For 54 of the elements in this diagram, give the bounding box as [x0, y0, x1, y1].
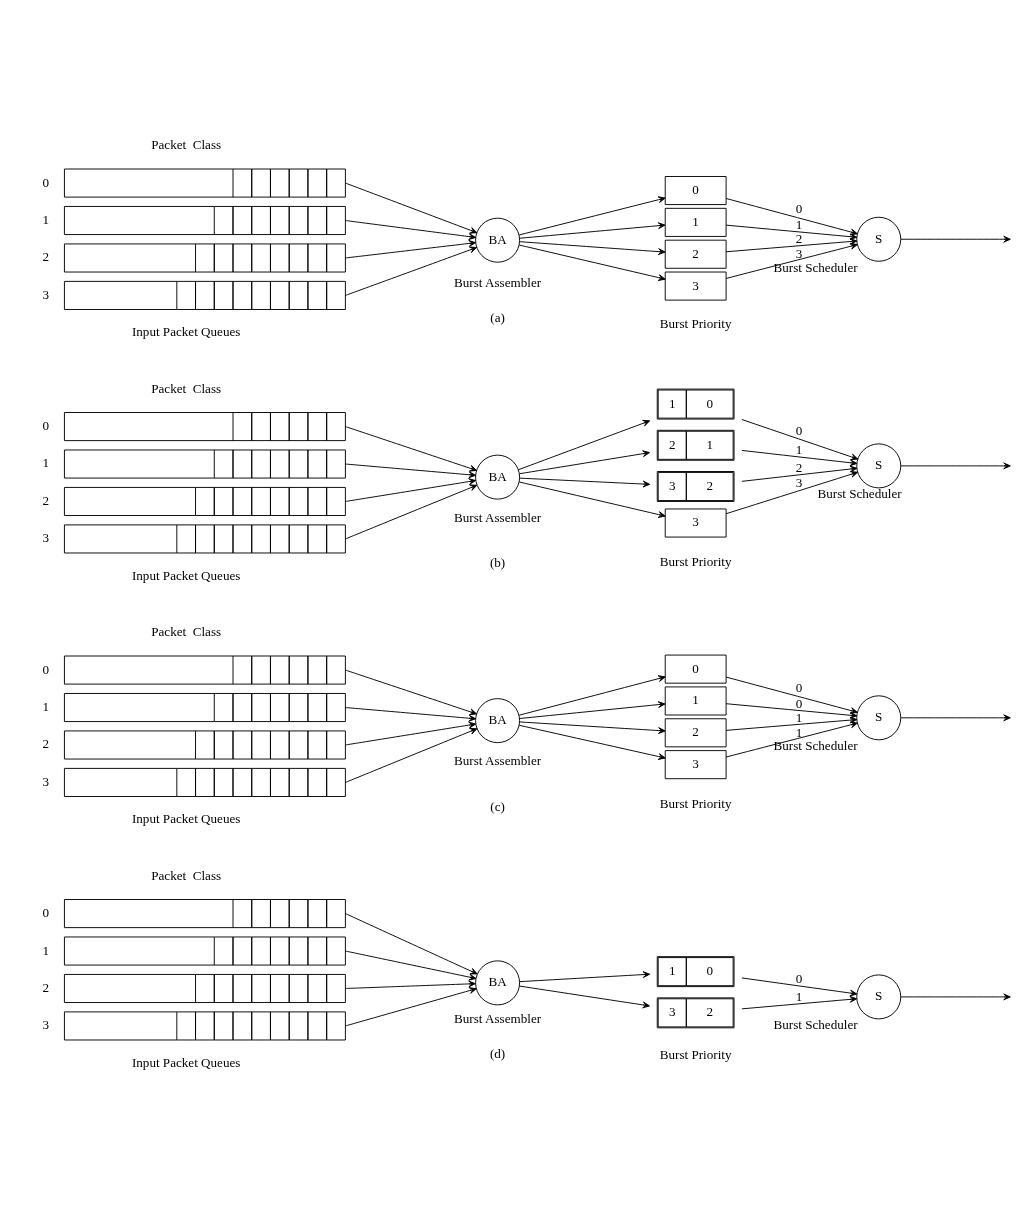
- node-label: 1: [42, 211, 49, 227]
- edge-label: 2: [795, 459, 803, 475]
- label: Input Packet Queues: [131, 811, 241, 827]
- edge-label: 1: [795, 217, 803, 233]
- node-label: Burst Assembler: [454, 753, 542, 769]
- edge-label: 3: [795, 474, 803, 490]
- node-label: 0: [42, 418, 49, 434]
- edge-label: 1: [795, 988, 803, 1004]
- node-label: 0: [42, 905, 49, 921]
- node-label: 1: [42, 455, 49, 471]
- label: Burst Priority: [659, 553, 732, 569]
- node-label: 3: [42, 530, 49, 546]
- node-label: 2: [42, 249, 49, 265]
- edge-label: 1: [795, 709, 803, 725]
- node-label: Burst Scheduler: [817, 486, 902, 502]
- edge-label: 1: [795, 441, 803, 457]
- edge-label: 0: [795, 201, 803, 217]
- label: (a): [490, 310, 505, 326]
- edge-label: 0: [795, 695, 803, 711]
- node-label: 3: [42, 286, 49, 302]
- node-label: Burst Assembler: [454, 274, 542, 290]
- node-label: Burst Assembler: [454, 509, 542, 525]
- node-label: Burst Assembler: [454, 1010, 542, 1026]
- label: Packet Class: [151, 867, 222, 883]
- label: Burst Priority: [659, 315, 732, 331]
- label: Burst Priority: [659, 1047, 732, 1063]
- label: Input Packet Queues: [131, 1054, 241, 1070]
- node-label: 2: [42, 736, 49, 752]
- label: Burst Priority: [659, 796, 732, 812]
- label: (b): [489, 554, 506, 570]
- edge-label: 0: [795, 971, 803, 987]
- node-label: Burst Scheduler: [773, 738, 858, 754]
- edge-label: 0: [795, 423, 803, 439]
- edge-label: 3: [795, 246, 803, 262]
- edge-label: 1: [795, 724, 803, 740]
- node-label: 2: [42, 492, 49, 508]
- node-label: Burst Scheduler: [773, 1017, 858, 1033]
- label: Packet Class: [151, 380, 222, 396]
- label: Packet Class: [151, 624, 222, 640]
- edge-label: 2: [795, 231, 803, 247]
- node-label: 1: [42, 698, 49, 714]
- label: (c): [490, 799, 505, 815]
- edge-label: 0: [795, 679, 803, 695]
- node-label: 3: [42, 1017, 49, 1033]
- node-label: 2: [42, 979, 49, 995]
- node-label: 3: [42, 773, 49, 789]
- node-label: Burst Scheduler: [773, 259, 858, 275]
- node-label: 0: [42, 661, 49, 677]
- label: Input Packet Queues: [131, 324, 241, 340]
- label: Packet Class: [151, 137, 222, 153]
- node-label: 0: [42, 174, 49, 190]
- label: Input Packet Queues: [131, 567, 241, 583]
- node-label: 1: [42, 942, 49, 958]
- label: (d): [489, 1045, 506, 1061]
